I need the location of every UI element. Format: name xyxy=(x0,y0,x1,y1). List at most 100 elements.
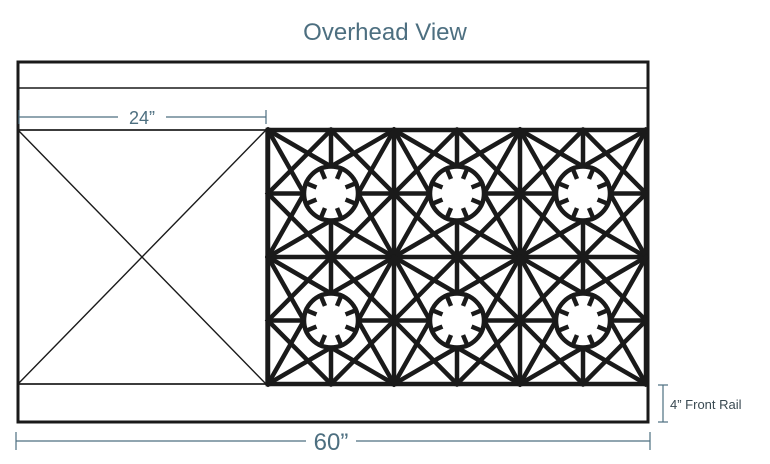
burner-port xyxy=(429,324,444,334)
grate-diagonal xyxy=(390,253,434,324)
grate-diagonal xyxy=(354,253,398,324)
grate-diagonal xyxy=(606,126,650,197)
grate-diagonal xyxy=(579,253,650,297)
burner-port xyxy=(460,207,471,222)
burner-ring xyxy=(553,291,613,350)
burner-port xyxy=(460,292,471,307)
grate-diamond-edge xyxy=(453,190,524,261)
burner-ring xyxy=(427,291,487,350)
burner-port xyxy=(317,334,328,349)
grate-diagonal xyxy=(453,253,524,297)
grate-diamond-edge xyxy=(453,126,524,197)
grate-diagonal xyxy=(390,253,461,297)
grate-diamond-edge xyxy=(516,253,587,324)
grate-diagonal xyxy=(264,190,308,261)
burner-port xyxy=(334,292,345,307)
grate-diagonal xyxy=(516,253,560,324)
burner-port xyxy=(317,165,328,180)
grate-diagonal xyxy=(453,217,524,261)
burner-port xyxy=(596,324,611,334)
burner-port xyxy=(596,197,611,207)
grate-diamond-edge xyxy=(516,317,587,388)
grate-diagonal xyxy=(390,217,461,261)
burner-grates xyxy=(264,126,650,388)
grate-diagonal xyxy=(516,217,587,261)
grate-diamond-edge xyxy=(264,126,335,197)
grate-diagonal xyxy=(579,217,650,261)
grate-diamond-edge xyxy=(579,190,650,261)
grate-diamond-edge xyxy=(264,190,335,261)
grate-diagonal xyxy=(264,253,308,324)
grate-diagonal xyxy=(390,317,434,388)
grate-diagonal xyxy=(480,253,524,324)
burner-port xyxy=(555,307,570,317)
grate-diagonal xyxy=(327,126,398,170)
burner-port xyxy=(586,334,597,349)
burner-port xyxy=(569,165,580,180)
griddle-diagonal-2 xyxy=(17,129,267,385)
griddle-width-label: 24” xyxy=(129,108,155,128)
burner-port xyxy=(460,334,471,349)
grate-diagonal xyxy=(327,217,398,261)
grate-diamond-edge xyxy=(264,253,335,324)
burner-port xyxy=(303,324,318,334)
grate-diagonal xyxy=(264,344,335,388)
grate-diamond-edge xyxy=(579,126,650,197)
burner-port xyxy=(470,324,485,334)
grate-diagonal xyxy=(606,253,650,324)
grate-diamond-edge xyxy=(579,253,650,324)
burner-port xyxy=(443,165,454,180)
burner-port xyxy=(429,307,444,317)
burner-ring xyxy=(427,164,487,223)
grate-diamond-edge xyxy=(264,317,335,388)
burner-port xyxy=(443,207,454,222)
grate-diamond-edge xyxy=(327,317,398,388)
grate-diagonal xyxy=(579,126,650,170)
burner-port xyxy=(586,292,597,307)
grate-diagonal xyxy=(480,190,524,261)
grate-diagonal xyxy=(264,126,335,170)
grate-diamond-edge xyxy=(453,253,524,324)
grate-diagonal xyxy=(453,344,524,388)
burner-port xyxy=(344,180,359,190)
grate-diamond-edge xyxy=(327,253,398,324)
grate-diagonal xyxy=(516,126,587,170)
burner-port xyxy=(317,292,328,307)
grate-diamond-edge xyxy=(579,317,650,388)
burner-port xyxy=(317,207,328,222)
burner-port xyxy=(303,180,318,190)
grate-diagonal xyxy=(327,344,398,388)
grate-diagonal xyxy=(606,190,650,261)
burner-port xyxy=(344,197,359,207)
grate-diamond-edge xyxy=(453,317,524,388)
grate-diamond-edge xyxy=(516,126,587,197)
grate-diagonal xyxy=(453,126,524,170)
grate-diagonal xyxy=(480,317,524,388)
grate-diamond-edge xyxy=(390,126,461,197)
grate-diagonal xyxy=(264,217,335,261)
burner-port xyxy=(470,197,485,207)
grate-diamond-edge xyxy=(327,126,398,197)
griddle-width-dimension: 24” xyxy=(18,108,267,128)
grate-diamond-edge xyxy=(390,253,461,324)
grate-diagonal xyxy=(516,126,560,197)
burner-port xyxy=(344,307,359,317)
front-rail-label: 4” Front Rail xyxy=(670,397,742,412)
burner-port xyxy=(429,180,444,190)
diagram-title: Overhead View xyxy=(303,19,467,46)
grate-diagonal xyxy=(264,126,308,197)
total-width-dimension: 60” xyxy=(15,429,651,456)
grate-diagonal xyxy=(516,190,560,261)
burner-port xyxy=(569,292,580,307)
front-rail-dimension: 4” Front Rail xyxy=(658,384,742,423)
burner-port xyxy=(429,197,444,207)
burner-port xyxy=(443,292,454,307)
burner-port xyxy=(569,334,580,349)
burner-ring xyxy=(301,164,361,223)
burner-port xyxy=(443,334,454,349)
grate-diagonal xyxy=(264,317,308,388)
burner-port xyxy=(555,324,570,334)
burner-port xyxy=(596,180,611,190)
grate-diagonal xyxy=(390,126,461,170)
